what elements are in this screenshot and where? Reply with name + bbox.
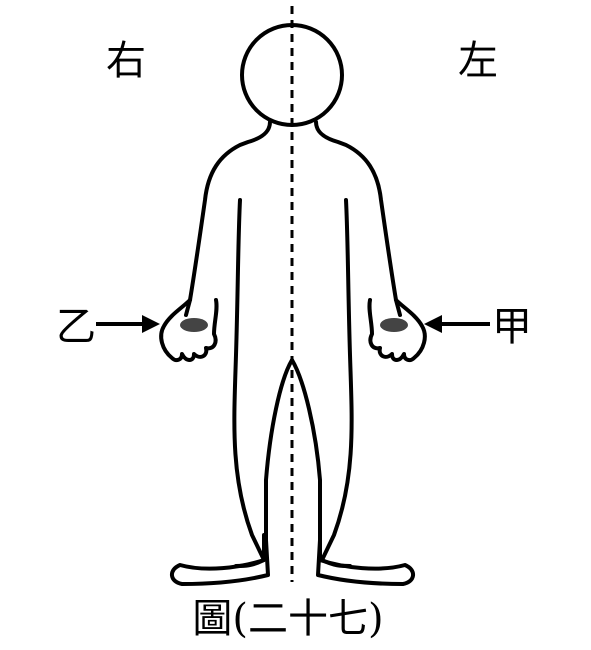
label-right-side: 右 xyxy=(106,38,146,84)
figure-caption: 圖(二十七) xyxy=(192,596,383,642)
foot-left-side xyxy=(316,533,415,586)
foot-right-side xyxy=(170,533,270,586)
body-outline xyxy=(184,120,402,568)
arrow-a-icon xyxy=(424,315,490,333)
palm-mark-left-side xyxy=(380,318,408,332)
hand-left-side xyxy=(367,298,427,363)
label-left-side: 左 xyxy=(458,38,498,84)
arrow-b-icon xyxy=(96,315,160,333)
label-marker-b: 乙 xyxy=(56,304,96,350)
label-marker-a: 甲 xyxy=(492,304,532,350)
hand-right-side xyxy=(159,298,219,363)
palm-mark-right-side xyxy=(180,318,208,332)
